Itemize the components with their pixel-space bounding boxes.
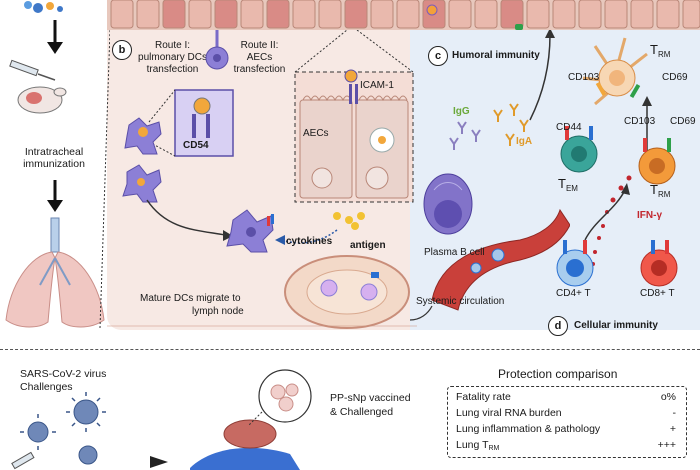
- intratracheal-label: Intratracheal immunization: [23, 146, 85, 170]
- systemic-label: Systemic circulation: [416, 296, 505, 307]
- route2-line3: transfection: [233, 64, 286, 75]
- section-divider: [0, 349, 700, 350]
- plasma-label: Plasma B cell: [424, 247, 485, 258]
- trm-cell-mid-icon: [638, 138, 676, 185]
- protection-row-value: o%: [660, 391, 676, 403]
- epithelium-strip: [107, 0, 700, 30]
- humoral-title: Humoral immunity: [452, 50, 540, 61]
- trm-b-t: T: [650, 182, 658, 197]
- protection-row-label-trm: Lung TRM: [456, 439, 499, 452]
- mouse-lung-icon: [190, 419, 300, 470]
- tem-label: TEM: [558, 176, 578, 195]
- igg-antibody-icon: [449, 121, 481, 150]
- protection-row-value: +++: [657, 439, 676, 451]
- route2-line1: Route II:: [240, 40, 279, 51]
- route2-line2: AECs: [246, 52, 273, 63]
- plasma-b-cell-icon: [423, 173, 473, 235]
- panel-c-badge: c: [428, 46, 448, 66]
- tem-sub: EM: [565, 184, 578, 193]
- trm-cell-top-icon: [582, 37, 648, 106]
- cd103-a-label: CD103: [568, 72, 600, 83]
- protection-row-value: -: [672, 407, 677, 419]
- mouse-icon: [17, 86, 67, 114]
- cd44-label: CD44: [556, 122, 582, 133]
- virus-line1: SARS-CoV-2 virus: [20, 368, 107, 380]
- aecs-label: AECs: [303, 128, 329, 139]
- cellular-title: Cellular immunity: [574, 320, 658, 331]
- protection-row-label: Lung viral RNA burden: [456, 407, 562, 419]
- dc-lower-icon: [122, 164, 162, 203]
- route1-line1: Route I:: [154, 40, 191, 51]
- syringe-icon: [9, 59, 56, 81]
- panel-b-badge: b: [112, 40, 132, 60]
- lymph-node-icon: [284, 255, 410, 329]
- tem-cell-icon: [560, 126, 598, 173]
- cd103-b-label: CD103: [624, 116, 656, 127]
- dendritic-cell-icon: [205, 30, 229, 70]
- cd69-b-label: CD69: [670, 116, 696, 127]
- trm-a-sub: RM: [657, 50, 671, 59]
- cd8-t-cell-icon: [640, 240, 678, 287]
- tem-t: T: [558, 176, 566, 191]
- migrate-line2: lymph node: [192, 306, 244, 317]
- protection-title: Protection comparison: [498, 367, 618, 381]
- vaccined-line1: PP-sNp vaccined: [330, 392, 411, 404]
- cd8-label: CD8+ T: [640, 288, 675, 299]
- iga-antibody-icon: [493, 103, 529, 146]
- igg-label: IgG: [453, 106, 470, 117]
- panel-d-graphics: [556, 37, 678, 287]
- trm-b-sub: RM: [657, 190, 671, 199]
- trm-b-label: TRM: [650, 182, 671, 201]
- antigen-label: antigen: [350, 240, 386, 251]
- protection-row-label: Fatality rate: [456, 391, 511, 403]
- route1-line2: pulmonary DCs: [138, 52, 207, 63]
- nanoparticle-cluster-icon: [24, 1, 63, 13]
- cd4-t-cell-icon: [556, 240, 594, 287]
- dc-transfected-icon: [124, 117, 162, 155]
- lungs-icon: [5, 217, 105, 328]
- protection-row-label-sub: RM: [488, 445, 500, 452]
- panel-d-badge: d: [548, 316, 568, 336]
- virus-line2: Challenges: [20, 381, 73, 393]
- protection-row-value: +: [669, 423, 676, 435]
- cd54-label: CD54: [183, 140, 209, 151]
- left-column-graphics: [5, 1, 110, 329]
- virus-icon: [27, 399, 99, 465]
- trm-a-label: TRM: [650, 42, 671, 61]
- protection-row-label: Lung inflammation & pathology: [456, 423, 601, 435]
- blood-vessel-icon: [431, 208, 570, 311]
- bottom-graphics: [11, 369, 312, 470]
- iga-label: IgA: [516, 136, 533, 147]
- cytokines-label: cytokines: [286, 236, 333, 247]
- panel-c-graphics: [410, 30, 570, 321]
- vaccined-line2: & Challenged: [330, 406, 394, 418]
- icam-label: ICAM-1: [360, 80, 394, 91]
- route1-line3: transfection: [146, 64, 199, 75]
- protection-table: Fatality rate o% Lung viral RNA burden -…: [447, 386, 687, 458]
- panel-b-graphics: [107, 30, 417, 329]
- protection-row-label-text: Lung T: [456, 439, 489, 451]
- cd69-a-label: CD69: [662, 72, 688, 83]
- cd4-label: CD4+ T: [556, 288, 591, 299]
- trm-a-t: T: [650, 42, 658, 57]
- mature-dc-icon: [226, 209, 274, 253]
- ifn-label: IFN-γ: [637, 210, 662, 221]
- migrate-line1: Mature DCs migrate to: [140, 293, 241, 304]
